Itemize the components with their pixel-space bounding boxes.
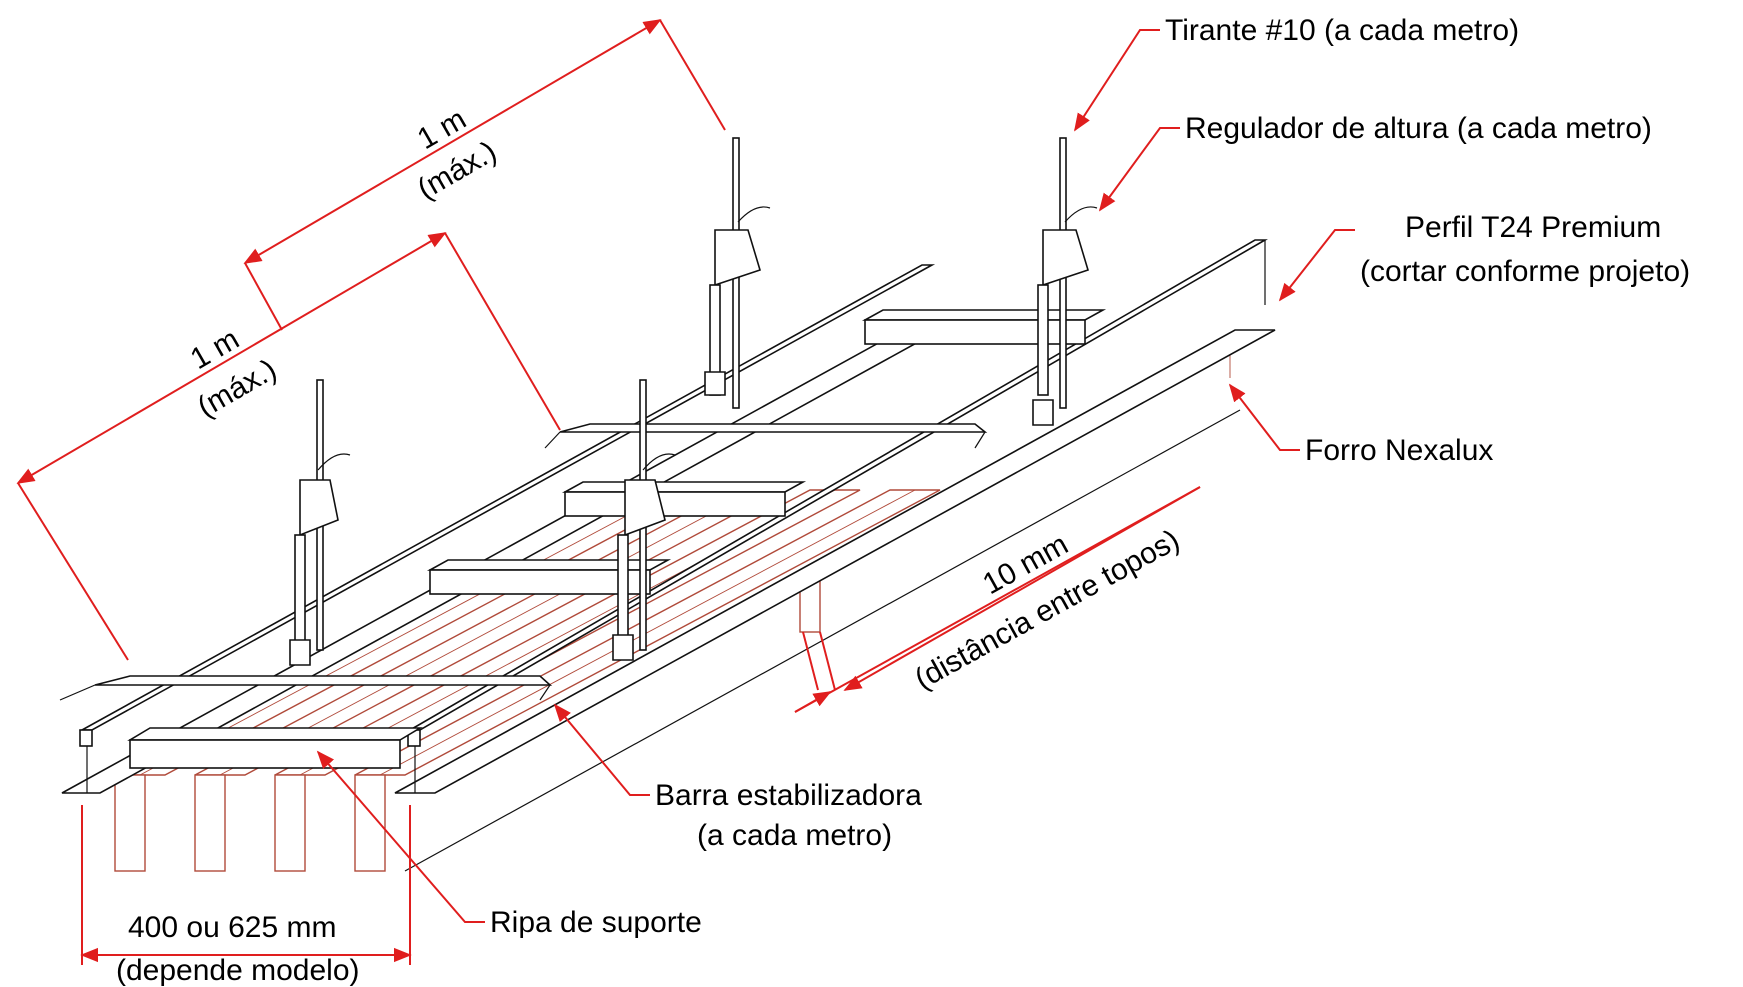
- dim-left-1: 1 m: [185, 322, 245, 376]
- label-barra-1: Barra estabilizadora: [655, 779, 922, 812]
- label-regulador: Regulador de altura (a cada metro): [1185, 112, 1652, 145]
- label-forro: Forro Nexalux: [1305, 434, 1493, 467]
- label-tirante: Tirante #10 (a cada metro): [1165, 14, 1519, 47]
- ripas-de-suporte: [127, 309, 1107, 769]
- label-perfil-2: (cortar conforme projeto): [1360, 255, 1690, 288]
- dimension-lines: [16, 19, 1201, 965]
- label-perfil-1: Perfil T24 Premium: [1405, 211, 1661, 244]
- barras-estabilizadoras: [59, 423, 988, 701]
- tirantes: [289, 137, 1098, 666]
- dim-width-2: (depende modelo): [116, 954, 360, 987]
- label-barra-2: (a cada metro): [697, 819, 892, 852]
- leader-lines: [316, 29, 1355, 923]
- dim-width-1: 400 ou 625 mm: [128, 911, 336, 944]
- label-ripa: Ripa de suporte: [490, 906, 702, 939]
